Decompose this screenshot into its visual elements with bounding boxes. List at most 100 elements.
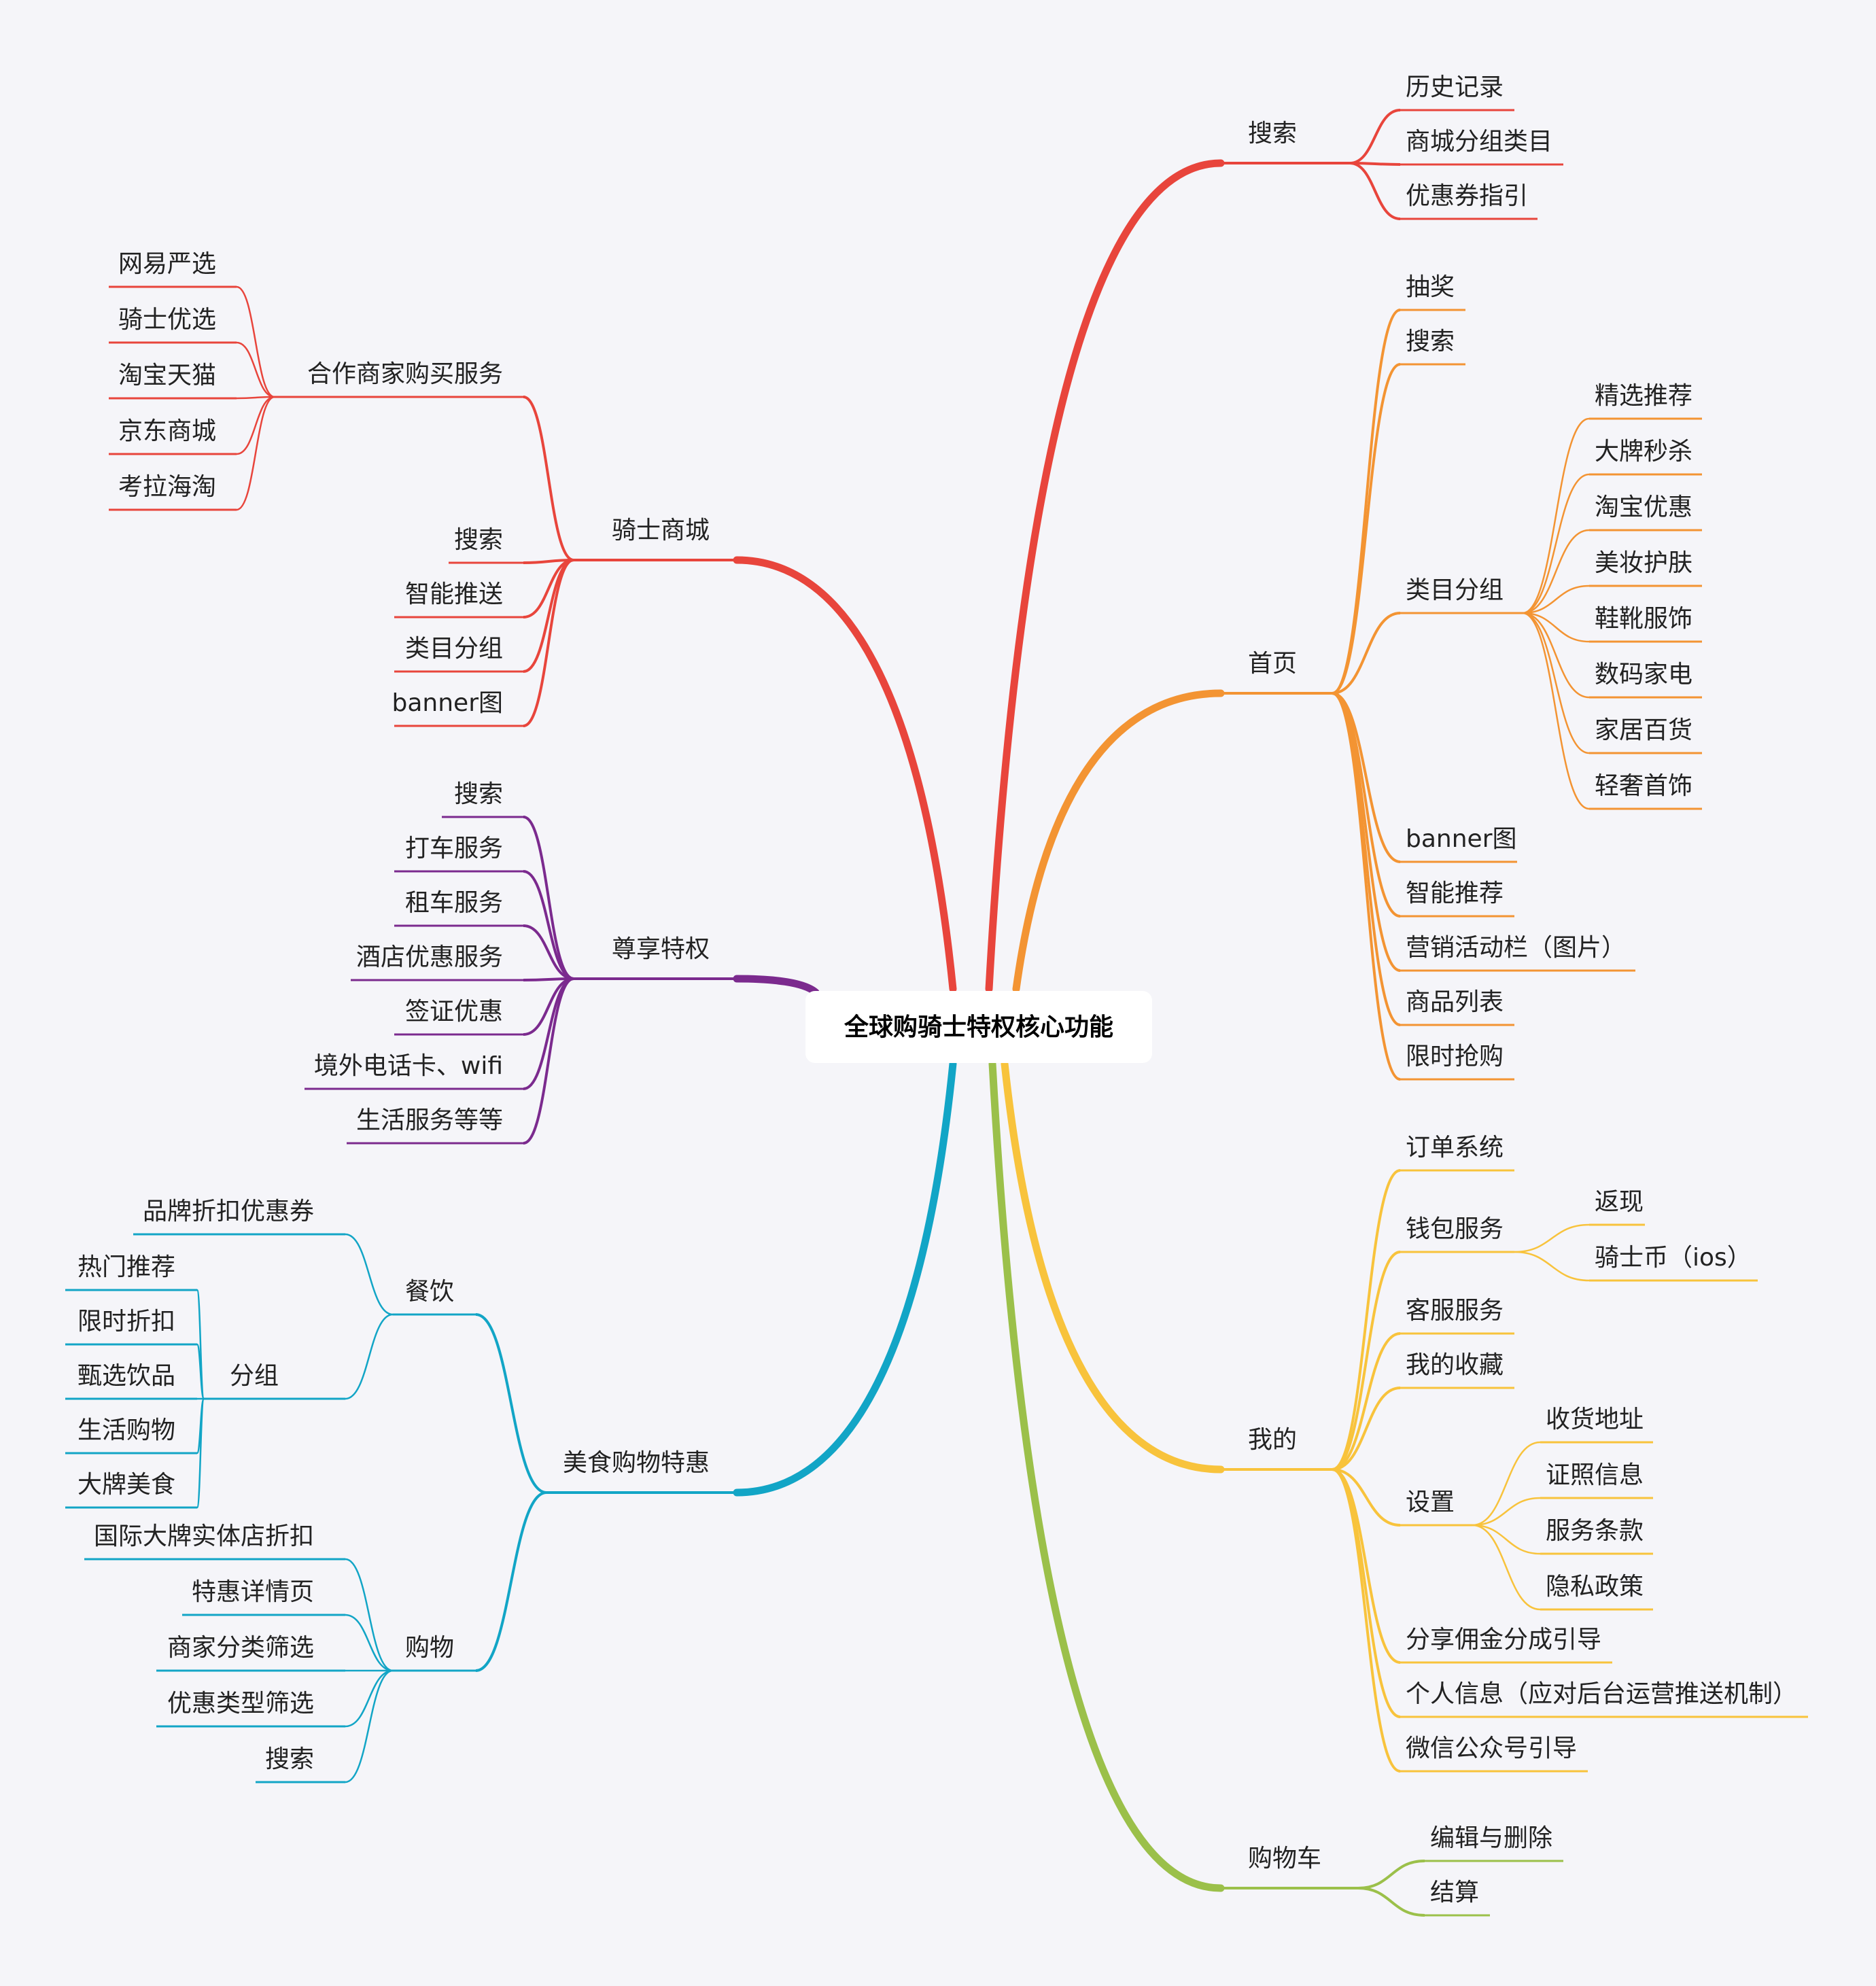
node-1-2-2-label[interactable]: 淘宝优惠 xyxy=(1595,493,1692,521)
node-4-2-edge xyxy=(523,559,574,619)
node-1-4-label[interactable]: 智能推荐 xyxy=(1406,879,1504,907)
branch-food-shopping-trunk xyxy=(733,1060,957,1497)
node-2-7-edge xyxy=(1332,1468,1401,1773)
node-6-1-3-label[interactable]: 优惠类型筛选 xyxy=(167,1690,314,1718)
node-1-1-label[interactable]: 搜索 xyxy=(1406,328,1455,355)
node-4-0-3-label[interactable]: 京东商城 xyxy=(118,417,216,445)
node-6-0-1-label[interactable]: 分组 xyxy=(230,1362,279,1390)
mind-map-labels: 搜索历史记录商城分组类目优惠券指引首页抽奖搜索类目分组精选推荐大牌秒杀淘宝优惠美… xyxy=(77,73,1797,1906)
node-2-4-3-label[interactable]: 隐私政策 xyxy=(1546,1573,1644,1601)
node-6-0-1-0-label[interactable]: 热门推荐 xyxy=(77,1253,175,1281)
node-4-0-4-label[interactable]: 考拉海淘 xyxy=(118,473,216,501)
node-4-4-label[interactable]: banner图 xyxy=(392,689,504,717)
node-2-4-2-label[interactable]: 服务条款 xyxy=(1546,1517,1644,1545)
node-5-1-edge xyxy=(523,870,574,980)
node-3-0-label[interactable]: 编辑与删除 xyxy=(1430,1824,1552,1852)
node-1-2-5-label[interactable]: 数码家电 xyxy=(1595,661,1692,689)
node-2-0-label[interactable]: 订单系统 xyxy=(1406,1134,1504,1162)
node-2-1-0-edge xyxy=(1514,1223,1590,1253)
node-5-label[interactable]: 尊享特权 xyxy=(612,935,710,963)
node-0-0-label[interactable]: 历史记录 xyxy=(1406,73,1504,101)
node-2-1-edge xyxy=(1332,1251,1401,1471)
root-node-box xyxy=(805,991,1152,1063)
node-0-label[interactable]: 搜索 xyxy=(1248,120,1297,147)
node-2-2-label[interactable]: 客服服务 xyxy=(1406,1297,1504,1325)
node-1-0-edge xyxy=(1332,309,1401,695)
node-5-6-edge xyxy=(523,977,574,1145)
node-5-6-label[interactable]: 生活服务等等 xyxy=(356,1107,503,1134)
node-1-6-label[interactable]: 商品列表 xyxy=(1406,988,1504,1016)
branch-privilege-trunk xyxy=(733,975,820,996)
node-2-7-label[interactable]: 微信公众号引导 xyxy=(1406,1735,1577,1762)
node-6-1-4-label[interactable]: 搜索 xyxy=(265,1745,314,1773)
node-5-0-label[interactable]: 搜索 xyxy=(454,780,503,808)
node-2-1-label[interactable]: 钱包服务 xyxy=(1406,1215,1504,1243)
node-6-1-0-edge xyxy=(345,1558,394,1672)
node-1-7-label[interactable]: 限时抢购 xyxy=(1406,1043,1504,1070)
node-6-1-1-label[interactable]: 特惠详情页 xyxy=(192,1578,314,1606)
node-2-label[interactable]: 我的 xyxy=(1248,1426,1297,1454)
node-4-label[interactable]: 骑士商城 xyxy=(612,517,710,544)
node-4-3-label[interactable]: 类目分组 xyxy=(405,635,503,663)
node-2-0-edge xyxy=(1332,1169,1401,1471)
node-4-0-label[interactable]: 合作商家购买服务 xyxy=(307,360,503,388)
node-2-5-label[interactable]: 分享佣金分成引导 xyxy=(1406,1626,1601,1654)
node-5-2-label[interactable]: 租车服务 xyxy=(405,889,503,917)
node-6-label[interactable]: 美食购物特惠 xyxy=(563,1449,710,1477)
node-5-0-edge xyxy=(523,816,574,980)
node-6-0-0-label[interactable]: 品牌折扣优惠券 xyxy=(143,1198,314,1225)
node-2-3-edge xyxy=(1332,1387,1401,1471)
node-1-2-label[interactable]: 类目分组 xyxy=(1406,576,1504,604)
node-4-2-label[interactable]: 智能推送 xyxy=(405,580,503,608)
node-2-3-label[interactable]: 我的收藏 xyxy=(1406,1351,1504,1379)
node-6-1-0-label[interactable]: 国际大牌实体店折扣 xyxy=(94,1522,314,1550)
node-1-5-label[interactable]: 营销活动栏（图片） xyxy=(1406,934,1626,962)
node-6-1-2-label[interactable]: 商家分类筛选 xyxy=(167,1634,314,1662)
node-5-5-label[interactable]: 境外电话卡、wifi xyxy=(314,1052,503,1080)
node-0-1-label[interactable]: 商城分组类目 xyxy=(1406,128,1552,156)
node-5-3-label[interactable]: 酒店优惠服务 xyxy=(356,943,503,971)
node-2-6-label[interactable]: 个人信息（应对后台运营推送机制） xyxy=(1406,1680,1797,1708)
node-4-0-2-label[interactable]: 淘宝天猫 xyxy=(118,362,216,389)
node-2-4-0-label[interactable]: 收货地址 xyxy=(1546,1406,1644,1433)
node-4-0-0-label[interactable]: 网易严选 xyxy=(118,250,216,278)
node-3-1-label[interactable]: 结算 xyxy=(1430,1879,1479,1906)
node-2-1-1-edge xyxy=(1514,1251,1590,1282)
node-1-2-0-label[interactable]: 精选推荐 xyxy=(1595,382,1692,410)
node-6-1-label[interactable]: 购物 xyxy=(405,1634,454,1662)
node-1-2-7-label[interactable]: 轻奢首饰 xyxy=(1595,772,1692,800)
node-0-2-label[interactable]: 优惠券指引 xyxy=(1406,182,1528,210)
node-6-0-label[interactable]: 餐饮 xyxy=(405,1278,454,1306)
node-2-4-label[interactable]: 设置 xyxy=(1406,1488,1455,1516)
node-1-2-5-edge xyxy=(1522,612,1590,699)
node-6-0-1-edge xyxy=(345,1313,394,1400)
root-node[interactable]: 全球购骑士特权核心功能 xyxy=(805,991,1152,1063)
node-2-4-1-label[interactable]: 证照信息 xyxy=(1546,1461,1644,1489)
node-1-2-3-label[interactable]: 美妆护肤 xyxy=(1595,549,1692,577)
node-1-2-6-label[interactable]: 家居百货 xyxy=(1595,716,1692,744)
node-1-2-4-label[interactable]: 鞋靴服饰 xyxy=(1595,605,1692,633)
node-4-1-label[interactable]: 搜索 xyxy=(454,526,503,554)
node-6-0-0-edge xyxy=(345,1233,394,1316)
node-1-3-label[interactable]: banner图 xyxy=(1406,825,1517,853)
node-1-0-label[interactable]: 抽奖 xyxy=(1406,273,1455,301)
node-5-4-label[interactable]: 签证优惠 xyxy=(405,998,503,1026)
node-6-0-1-2-label[interactable]: 甄选饮品 xyxy=(77,1362,175,1390)
node-2-1-1-label[interactable]: 骑士币（ios） xyxy=(1595,1244,1752,1272)
node-1-2-7-edge xyxy=(1522,612,1590,810)
node-4-0-1-label[interactable]: 骑士优选 xyxy=(118,306,216,334)
node-6-0-1-1-label[interactable]: 限时折扣 xyxy=(77,1308,175,1336)
node-1-label[interactable]: 首页 xyxy=(1248,650,1297,678)
node-1-1-edge xyxy=(1332,363,1401,695)
node-3-label[interactable]: 购物车 xyxy=(1248,1845,1321,1872)
node-1-2-1-label[interactable]: 大牌秒杀 xyxy=(1595,438,1692,466)
node-6-1-1-edge xyxy=(345,1614,394,1672)
node-2-1-0-label[interactable]: 返现 xyxy=(1595,1188,1644,1216)
node-6-0-1-3-label[interactable]: 生活购物 xyxy=(77,1416,175,1444)
node-6-0-1-4-label[interactable]: 大牌美食 xyxy=(77,1471,175,1499)
node-5-1-label[interactable]: 打车服务 xyxy=(405,835,503,863)
node-3-1-edge xyxy=(1357,1887,1425,1917)
mind-map-edges xyxy=(196,109,1590,1917)
node-6-0-1-4-edge xyxy=(196,1397,205,1509)
node-0-0-edge xyxy=(1349,109,1401,164)
